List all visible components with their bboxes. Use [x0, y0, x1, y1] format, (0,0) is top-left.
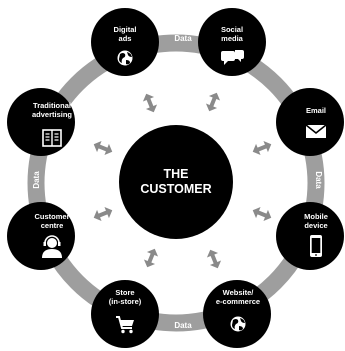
node-label-line1: Email	[306, 106, 326, 115]
arrow-social-media	[205, 92, 221, 112]
node-label-line1: Website/	[223, 288, 255, 297]
ring-label-bottom: Data	[174, 321, 192, 330]
node-website[interactable]: Website/ e-commerce	[203, 280, 271, 348]
ring-label-top: Data	[174, 34, 192, 43]
node-store[interactable]: Store (in-store)	[91, 280, 159, 348]
shopping-cart-icon	[116, 316, 134, 334]
center-node: THE CUSTOMER	[119, 125, 233, 239]
node-circle	[276, 88, 344, 156]
node-label-line2: (in-store)	[109, 297, 142, 306]
globe-icon	[230, 316, 246, 332]
outer-ring	[27, 34, 325, 332]
center-title-line1: THE	[164, 167, 189, 181]
node-social-media[interactable]: Social media	[198, 8, 266, 76]
spoke-arrows	[93, 92, 272, 269]
node-label-line1: Social	[221, 25, 243, 34]
node-circle	[276, 202, 344, 270]
node-circle	[203, 280, 271, 348]
node-label-line2: media	[221, 34, 244, 43]
node-mobile-device[interactable]: Mobile device	[276, 202, 344, 270]
globe-icon	[117, 50, 133, 66]
node-label-line2: device	[304, 221, 327, 230]
arrow-customer-centre	[93, 206, 113, 222]
chat-bubbles-icon	[221, 50, 244, 65]
headset-agent-icon	[42, 235, 62, 258]
arrow-mobile-device	[252, 206, 272, 222]
ring-label-right: Data	[314, 171, 323, 189]
node-customer-centre[interactable]: Customer centre	[7, 202, 75, 270]
node-email[interactable]: Email	[276, 88, 344, 156]
node-label-line1: Digital	[114, 25, 137, 34]
node-traditional-advertising[interactable]: Traditional advertising	[7, 88, 75, 156]
node-label-line2: centre	[41, 221, 64, 230]
ring-label-left: Data	[32, 171, 41, 189]
arrow-traditional-advertising	[93, 140, 113, 156]
newspaper-icon	[42, 129, 62, 147]
node-circle	[91, 8, 159, 76]
node-label-line2: advertising	[32, 110, 72, 119]
envelope-icon	[305, 124, 327, 138]
arrow-email	[252, 140, 272, 156]
smartphone-icon	[310, 235, 322, 257]
center-title-line2: CUSTOMER	[140, 182, 211, 196]
arrow-digital-ads	[142, 93, 158, 113]
node-circle	[198, 8, 266, 76]
node-label-line2: e-commerce	[216, 297, 260, 306]
node-label-line2: ads	[119, 34, 132, 43]
node-label-line1: Customer	[34, 212, 69, 221]
arrow-website	[206, 249, 222, 269]
node-circle	[91, 280, 159, 348]
node-digital-ads[interactable]: Digital ads	[91, 8, 159, 76]
arrow-store	[143, 248, 159, 268]
center-circle	[119, 125, 233, 239]
node-label-line1: Store	[115, 288, 134, 297]
node-circle	[7, 88, 75, 156]
node-label-line1: Mobile	[304, 212, 328, 221]
node-label-line1: Traditional	[33, 101, 71, 110]
